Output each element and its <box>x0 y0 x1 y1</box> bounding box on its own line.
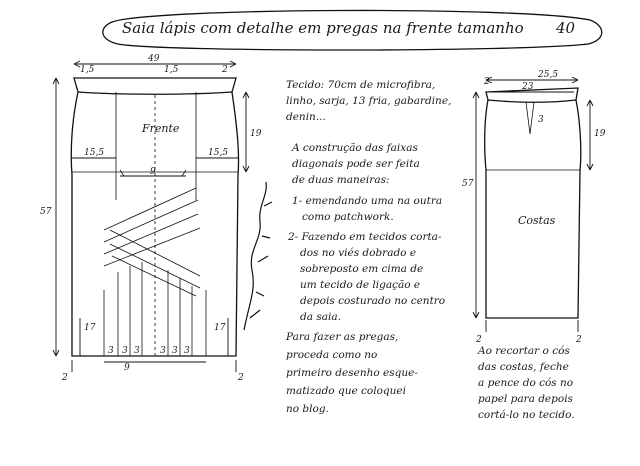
title-text: Saia lápis com detalhe em pregas na fren… <box>122 19 524 37</box>
front-pleat-spacing-3: 3 <box>134 346 140 356</box>
pleats-note: Para fazer as pregas, proceda como no pr… <box>285 331 418 415</box>
svg-text:diagonais pode ser feita: diagonais pode ser feita <box>292 158 420 170</box>
svg-text:a pence do cós no: a pence do cós no <box>478 377 573 389</box>
svg-text:depois costurado no centro: depois costurado no centro <box>300 295 445 307</box>
back-top-width: 25,5 <box>537 70 558 80</box>
svg-text:Ao recortar o cós: Ao recortar o cós <box>477 345 570 357</box>
svg-text:matizado que coloquei: matizado que coloquei <box>286 385 406 397</box>
svg-text:A construção das faixas: A construção das faixas <box>291 142 418 154</box>
svg-text:cortá-lo no tecido.: cortá-lo no tecido. <box>478 409 575 421</box>
back-hem-left: 2 <box>475 335 482 345</box>
svg-text:das costas, feche: das costas, feche <box>478 361 569 373</box>
svg-text:denin...: denin... <box>286 111 326 123</box>
size-number: 40 <box>555 19 576 37</box>
back-total-height: 57 <box>462 179 474 189</box>
back-waist-width: 23 <box>521 82 534 92</box>
front-hip-left: 15,5 <box>84 148 104 158</box>
back-note: Ao recortar o cós das costas, feche a pe… <box>477 345 575 421</box>
front-hip-height: 19 <box>250 129 262 139</box>
front-pleat-spacing-4: 3 <box>160 346 166 356</box>
svg-text:sobreposto em cima de: sobreposto em cima de <box>300 263 423 275</box>
back-top-left: 2 <box>483 77 490 87</box>
back-hem-right: 2 <box>575 335 582 345</box>
front-waist-left: 1,5 <box>80 65 95 75</box>
front-hem-right: 2 <box>237 373 244 383</box>
front-top-width: 49 <box>147 54 160 64</box>
back-piece <box>472 76 594 332</box>
front-pleat-left: 17 <box>84 323 96 333</box>
front-pleat-spacing-5: 3 <box>172 346 178 356</box>
front-center: 9 <box>150 167 156 177</box>
front-hem-left: 2 <box>61 373 68 383</box>
title-banner: Saia lápis com detalhe em pregas na fren… <box>102 9 603 51</box>
front-pleat-spacing-6: 3 <box>184 346 190 356</box>
front-pleat-right: 17 <box>214 323 226 333</box>
front-pleat-spacing-1: 3 <box>108 346 114 356</box>
front-waist-mid: 1,5 <box>164 65 179 75</box>
back-hip-height: 19 <box>594 129 606 139</box>
front-bottom-center: 9 <box>124 363 130 373</box>
front-label: Frente <box>141 122 180 135</box>
svg-text:Tecido: 70cm de microfibra,: Tecido: 70cm de microfibra, <box>286 79 435 91</box>
svg-text:dos no viés dobrado e: dos no viés dobrado e <box>300 247 416 259</box>
svg-text:2- Fazendo em tecidos corta-: 2- Fazendo em tecidos corta- <box>287 231 442 243</box>
svg-text:Para fazer as pregas,: Para fazer as pregas, <box>285 331 398 343</box>
svg-text:de duas maneiras:: de duas maneiras: <box>292 174 390 186</box>
svg-text:no blog.: no blog. <box>286 403 329 415</box>
front-total-height: 57 <box>40 207 52 217</box>
front-waist-right: 2 <box>221 65 228 75</box>
signature <box>243 181 273 331</box>
svg-text:linho, sarja, 13 fria, gabardi: linho, sarja, 13 fria, gabardine, <box>286 95 451 107</box>
svg-text:proceda como no: proceda como no <box>286 349 377 361</box>
construction-note: A construção das faixas diagonais pode s… <box>287 142 445 323</box>
front-pleat-spacing-2: 3 <box>122 346 128 356</box>
back-dart: 3 <box>538 115 544 125</box>
svg-text:da saia.: da saia. <box>300 311 341 323</box>
fabric-note: Tecido: 70cm de microfibra, linho, sarja… <box>286 79 451 123</box>
back-label: Costas <box>518 214 556 227</box>
svg-text:papel para depois: papel para depois <box>478 393 574 405</box>
svg-text:primeiro desenho esque-: primeiro desenho esque- <box>286 367 418 379</box>
svg-text:1- emendando uma na outra: 1- emendando uma na outra <box>292 195 442 207</box>
front-piece <box>52 60 250 372</box>
svg-text:como patchwork.: como patchwork. <box>302 211 394 223</box>
svg-text:um tecido de ligação e: um tecido de ligação e <box>300 279 420 291</box>
front-hip-right: 15,5 <box>208 148 228 158</box>
